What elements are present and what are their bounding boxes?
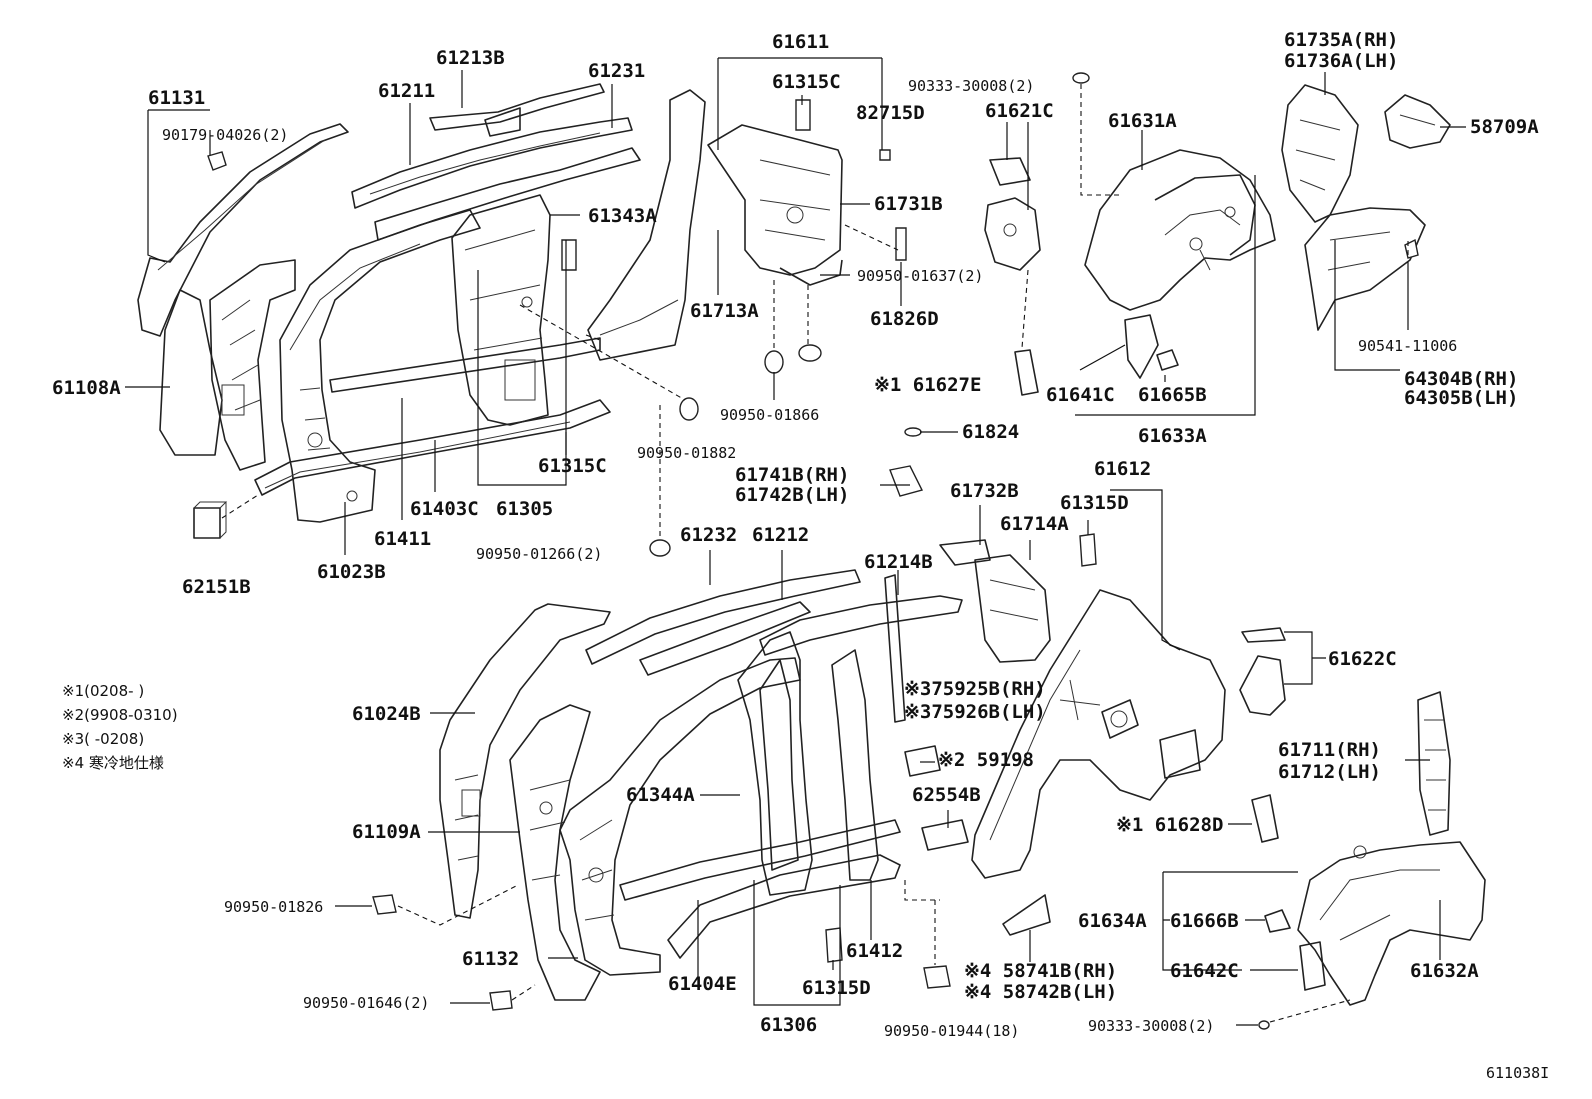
label-61306: 61306: [760, 1014, 817, 1036]
label-61741B: 61741B(RH): [735, 464, 849, 486]
label-61642C: 61642C: [1170, 960, 1239, 982]
footnote-3: ※3( -0208): [62, 730, 144, 748]
label-58709A: 58709A: [1470, 116, 1539, 138]
label-61632A: 61632A: [1410, 960, 1479, 982]
footnote-2: ※2(9908-0310): [62, 706, 178, 724]
label-61343A: 61343A: [588, 205, 657, 227]
label-58742B: ※4 58742B(LH): [964, 981, 1117, 1003]
label-61633A: 61633A: [1138, 425, 1207, 447]
label-61735A: 61735A(RH): [1284, 29, 1398, 51]
label-61634A: 61634A: [1078, 910, 1147, 932]
label-61344A: 61344A: [626, 784, 695, 806]
label-61612: 61612: [1094, 458, 1151, 480]
label-61713A: 61713A: [690, 300, 759, 322]
label-375926B: ※375926B(LH): [904, 701, 1046, 723]
footnote-1: ※1(0208- ): [62, 682, 144, 700]
label-90950-01826: 90950-01826: [224, 898, 323, 916]
label-61411: 61411: [374, 528, 431, 550]
label-90541-11006: 90541-11006: [1358, 337, 1457, 355]
label-61736A: 61736A(LH): [1284, 50, 1398, 72]
label-61212: 61212: [752, 524, 809, 546]
label-61412: 61412: [846, 940, 903, 962]
dashed-connectors: [221, 84, 1409, 1023]
figure-id: 611038I: [1486, 1064, 1549, 1082]
label-61024B: 61024B: [352, 703, 421, 725]
label-61665B: 61665B: [1138, 384, 1207, 406]
label-61232: 61232: [680, 524, 737, 546]
upper-left-assembly: [137, 83, 843, 523]
label-61611: 61611: [772, 31, 829, 53]
label-90333-30008-top: 90333-30008(2): [908, 77, 1034, 95]
label-62554B: 62554B: [912, 784, 981, 806]
label-82715D: 82715D: [856, 102, 925, 124]
label-61824: 61824: [962, 421, 1019, 443]
label-61403C: 61403C: [410, 498, 479, 520]
label-61315C-top: 61315C: [772, 71, 841, 93]
label-61621C: 61621C: [985, 100, 1054, 122]
label-90333-30008-bot: 90333-30008(2): [1088, 1017, 1214, 1035]
label-61628D: ※1 61628D: [1116, 814, 1223, 836]
label-61714A: 61714A: [1000, 513, 1069, 535]
label-61711: 61711(RH): [1278, 739, 1381, 761]
label-61631A: 61631A: [1108, 110, 1177, 132]
label-90950-01866: 90950-01866: [720, 406, 819, 424]
label-64304B: 64304B(RH): [1404, 368, 1518, 390]
label-61826D: 61826D: [870, 308, 939, 330]
label-61131: 61131: [148, 87, 205, 109]
label-375925B: ※375925B(RH): [904, 678, 1046, 700]
upper-right-assembly: [984, 72, 1451, 396]
label-61742B: 61742B(LH): [735, 484, 849, 506]
label-61315C-mid: 61315C: [538, 455, 607, 477]
label-58741B: ※4 58741B(RH): [964, 960, 1117, 982]
label-90950-01882: 90950-01882: [637, 444, 736, 462]
part-labels: 61131 90179-04026(2) 61213B 61211 61231 …: [52, 29, 1539, 1040]
label-61213B: 61213B: [436, 47, 505, 69]
label-62151B: 62151B: [182, 576, 251, 598]
label-61315D-bot: 61315D: [802, 977, 871, 999]
label-61731B: 61731B: [874, 193, 943, 215]
lower-assembly: [439, 539, 1486, 1006]
label-64305B: 64305B(LH): [1404, 387, 1518, 409]
label-61211: 61211: [378, 80, 435, 102]
label-90950-01646: 90950-01646(2): [303, 994, 429, 1012]
label-61622C: 61622C: [1328, 648, 1397, 670]
label-90950-01637: 90950-01637(2): [857, 267, 983, 285]
label-61732B: 61732B: [950, 480, 1019, 502]
footnotes: ※1(0208- ) ※2(9908-0310) ※3( -0208) ※4 寒…: [62, 682, 178, 772]
label-61404E: 61404E: [668, 973, 737, 995]
leader-lines: [125, 57, 1466, 1026]
label-90950-01944: 90950-01944(18): [884, 1022, 1019, 1040]
lower-fasteners: [372, 427, 1270, 1030]
label-61023B: 61023B: [317, 561, 386, 583]
label-61108A: 61108A: [52, 377, 121, 399]
label-61305: 61305: [496, 498, 553, 520]
label-90950-01266: 90950-01266(2): [476, 545, 602, 563]
label-61231: 61231: [588, 60, 645, 82]
label-61109A: 61109A: [352, 821, 421, 843]
label-61315D-top: 61315D: [1060, 492, 1129, 514]
label-90179-04026: 90179-04026(2): [162, 126, 288, 144]
label-59198: ※2 59198: [938, 749, 1034, 771]
label-61214B: 61214B: [864, 551, 933, 573]
label-61132: 61132: [462, 948, 519, 970]
footnote-4: ※4 寒冷地仕様: [62, 754, 164, 772]
label-61627E: ※1 61627E: [874, 374, 981, 396]
label-61712: 61712(LH): [1278, 761, 1381, 783]
label-61666B: 61666B: [1170, 910, 1239, 932]
label-61641C: 61641C: [1046, 384, 1115, 406]
